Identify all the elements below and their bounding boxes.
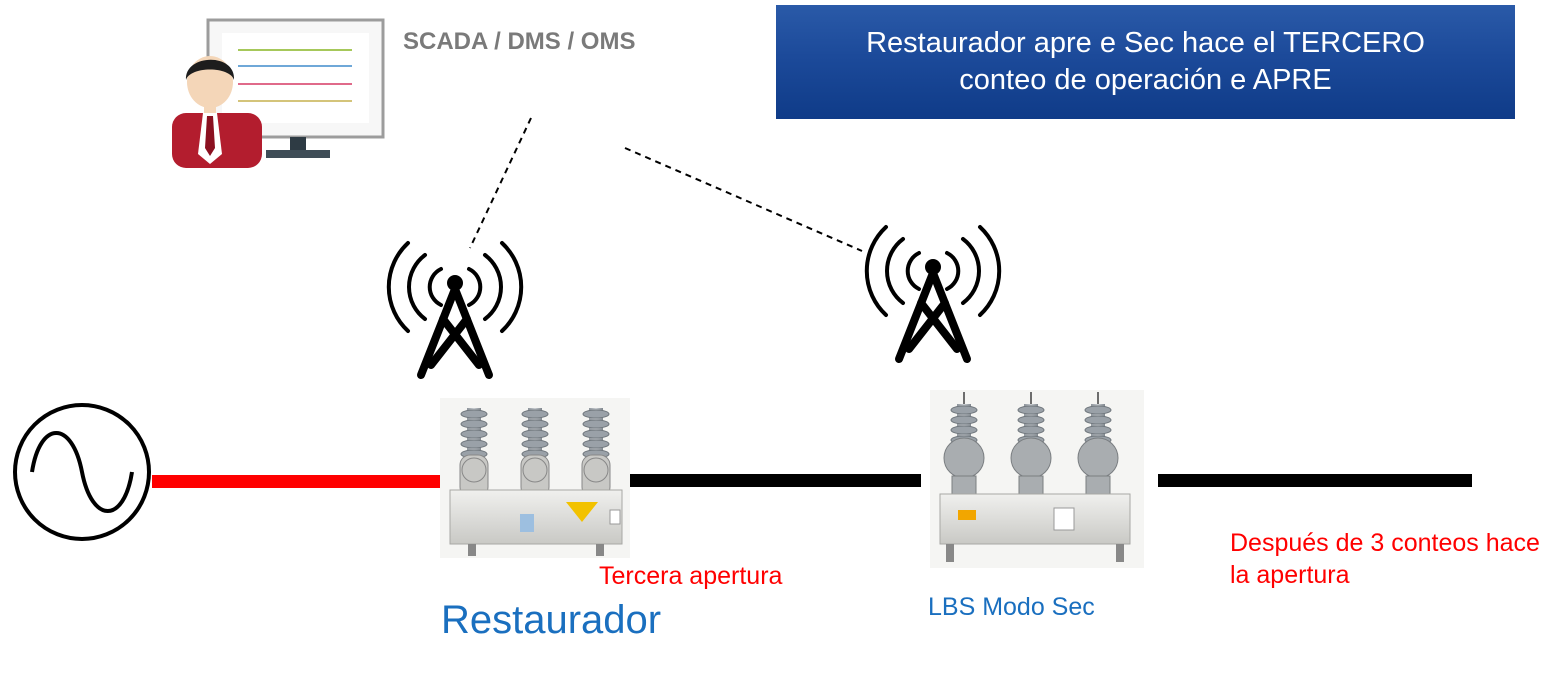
lbs-switch-image — [930, 390, 1144, 568]
restaurador-label: Restaurador — [441, 598, 662, 642]
operator-workstation-icon — [172, 18, 385, 168]
banner-text: Restaurador apre e Sec hace el TERCERO c… — [866, 27, 1425, 96]
radio-tower-icon — [864, 225, 1002, 363]
radio-tower-icon — [386, 241, 524, 379]
energized-line — [152, 475, 443, 488]
lbs-label: LBS Modo Sec — [928, 593, 1095, 621]
despues-conteos-note: Después de 3 conteos hace la apertura — [1230, 529, 1540, 589]
status-banner: Restaurador apre e Sec hace el TERCERO c… — [776, 5, 1515, 119]
scada-label: SCADA / DMS / OMS — [403, 28, 636, 55]
tercera-apertura-note: Tercera apertura — [599, 562, 783, 590]
comm-link-restaurador — [469, 117, 532, 249]
comm-link-lbs — [624, 147, 863, 252]
deenergized-line-1 — [630, 474, 921, 487]
ac-source-icon — [13, 403, 151, 541]
recloser-image — [440, 398, 630, 558]
deenergized-line-2 — [1158, 474, 1472, 487]
